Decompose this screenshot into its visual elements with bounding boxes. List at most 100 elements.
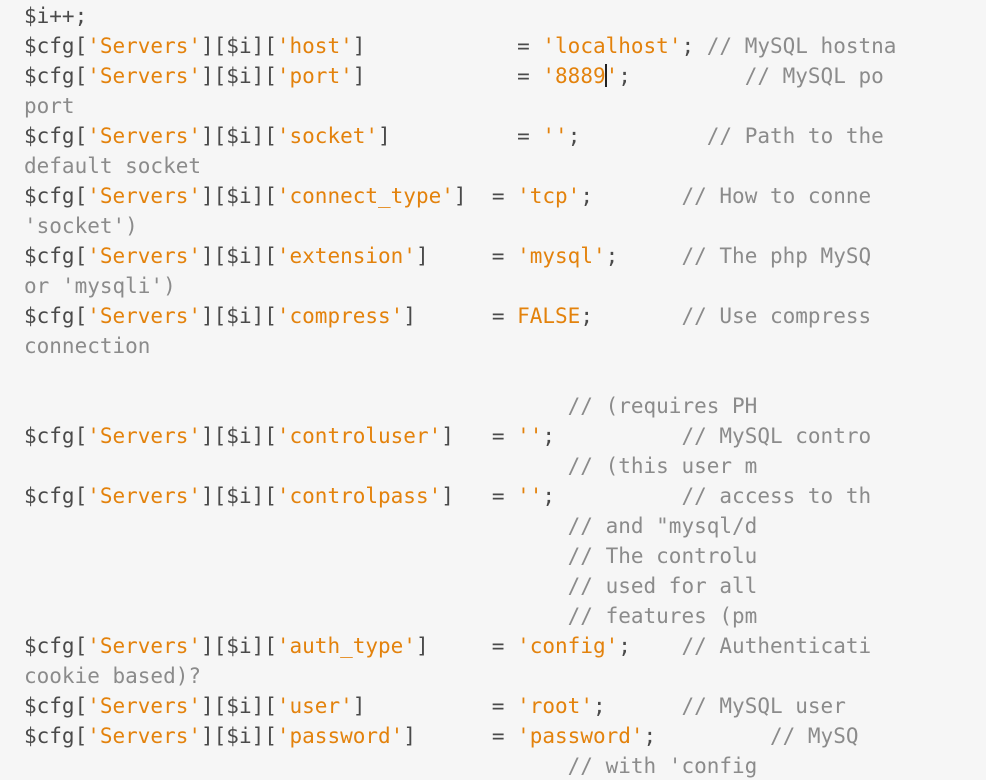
code-token: $i++; [24, 4, 88, 28]
code-string: 'compress' [276, 304, 404, 328]
code-token: ] = [352, 64, 543, 88]
code-token: $cfg[ [24, 184, 88, 208]
code-line[interactable]: cookie based)? [24, 661, 201, 691]
code-token: $cfg[ [24, 124, 88, 148]
code-line[interactable]: $cfg['Servers'][$i]['user'] = 'root'; //… [24, 691, 846, 721]
code-comment: // MySQ [769, 724, 859, 748]
code-string: 'mysql' [517, 244, 606, 268]
code-token [24, 754, 568, 778]
code-token [24, 574, 568, 598]
code-string: 'Servers' [87, 694, 202, 718]
code-string: 'controluser' [276, 424, 442, 448]
code-string: '' [542, 124, 568, 148]
code-token: ; [580, 184, 682, 208]
code-comment: // MySQL po [744, 64, 884, 88]
code-line[interactable]: // The controlu [24, 541, 758, 571]
code-token: ][$i][ [201, 484, 277, 508]
code-token: ][$i][ [201, 34, 277, 58]
code-comment: 'socket') [24, 214, 138, 238]
code-line[interactable]: $cfg['Servers'][$i]['socket'] = ''; // P… [24, 121, 884, 151]
code-comment: // Use compress [681, 304, 872, 328]
code-line[interactable]: port [24, 91, 75, 121]
code-token [24, 604, 568, 628]
code-line[interactable]: $cfg['Servers'][$i]['host'] = 'localhost… [24, 31, 896, 61]
code-string: 'user' [276, 694, 353, 718]
code-string: 'socket' [276, 124, 379, 148]
code-string: '' [517, 484, 543, 508]
code-comment: // Path to the [706, 124, 884, 148]
code-string: 'password' [517, 724, 644, 748]
code-string: ' [605, 64, 619, 88]
code-token [24, 394, 568, 418]
code-token: ; [618, 634, 682, 658]
code-line[interactable]: $cfg['Servers'][$i]['extension'] = 'mysq… [24, 241, 871, 271]
code-token: ] = [441, 424, 518, 448]
code-token: ; [643, 724, 770, 748]
code-string: 'config' [517, 634, 619, 658]
code-line[interactable]: // used for all [24, 571, 758, 601]
code-comment: // and "mysql/d [567, 514, 758, 538]
code-line[interactable]: // features (pm [24, 601, 758, 631]
code-string: 'Servers' [87, 64, 202, 88]
code-string: 'port' [276, 64, 353, 88]
code-line[interactable]: // (this user m [24, 451, 758, 481]
code-comment: // (requires PH [567, 394, 758, 418]
code-token: ] = [378, 124, 543, 148]
code-token: $cfg[ [24, 484, 88, 508]
code-string: '8889 [542, 64, 606, 88]
code-line[interactable]: // (requires PH [24, 391, 758, 421]
code-token: ; [542, 424, 682, 448]
code-string: 'Servers' [87, 634, 202, 658]
code-token: ][$i][ [201, 244, 277, 268]
code-line[interactable]: or 'mysqli') [24, 271, 176, 301]
code-string: 'auth_type' [276, 634, 416, 658]
code-string: 'localhost' [542, 34, 682, 58]
code-token: ] = [403, 724, 518, 748]
code-comment: // access to th [681, 484, 872, 508]
code-token: $cfg[ [24, 64, 88, 88]
code-string: 'password' [276, 724, 404, 748]
code-comment: connection [24, 334, 151, 358]
code-token [24, 544, 568, 568]
code-token: ][$i][ [201, 724, 277, 748]
code-line[interactable]: $cfg['Servers'][$i]['connect_type'] = 't… [24, 181, 871, 211]
code-string: 'Servers' [87, 124, 202, 148]
code-string: FALSE [517, 304, 581, 328]
code-line[interactable]: connection [24, 331, 150, 361]
code-line[interactable]: // with 'config [24, 751, 758, 780]
code-token: ][$i][ [201, 184, 277, 208]
code-comment: // The php MySQ [681, 244, 872, 268]
code-line[interactable]: $cfg['Servers'][$i]['compress'] = FALSE;… [24, 301, 871, 331]
code-token: ; [681, 34, 707, 58]
code-string: 'Servers' [87, 724, 202, 748]
code-token: ; [605, 244, 682, 268]
code-line[interactable]: 'socket') [24, 211, 138, 241]
code-token: ] = [403, 304, 518, 328]
code-line[interactable]: $cfg['Servers'][$i]['auth_type'] = 'conf… [24, 631, 871, 661]
code-token: $cfg[ [24, 694, 88, 718]
code-line[interactable]: $cfg['Servers'][$i]['port'] = '8889'; //… [24, 61, 884, 91]
code-line[interactable]: default socket [24, 151, 201, 181]
code-line[interactable]: $i++; [24, 1, 87, 31]
code-line[interactable]: // and "mysql/d [24, 511, 758, 541]
code-comment: // How to conne [681, 184, 872, 208]
code-line[interactable]: $cfg['Servers'][$i]['controlpass'] = '';… [24, 481, 871, 511]
code-string: 'extension' [276, 244, 416, 268]
code-comment: // (this user m [567, 454, 758, 478]
code-token: ][$i][ [201, 304, 277, 328]
code-token: $cfg[ [24, 724, 88, 748]
code-token: $cfg[ [24, 304, 88, 328]
code-string: 'Servers' [87, 424, 202, 448]
code-token [24, 514, 568, 538]
code-token [24, 454, 568, 478]
code-line[interactable]: $cfg['Servers'][$i]['controluser'] = '';… [24, 421, 871, 451]
code-string: 'Servers' [87, 304, 202, 328]
code-token: $cfg[ [24, 244, 88, 268]
code-line[interactable]: $cfg['Servers'][$i]['password'] = 'passw… [24, 721, 859, 751]
code-comment: // MySQL contro [681, 424, 872, 448]
code-comment: // The controlu [567, 544, 758, 568]
code-token: ] = [441, 484, 518, 508]
code-comment: // MySQL user [681, 694, 846, 718]
code-token: ] = [415, 634, 518, 658]
